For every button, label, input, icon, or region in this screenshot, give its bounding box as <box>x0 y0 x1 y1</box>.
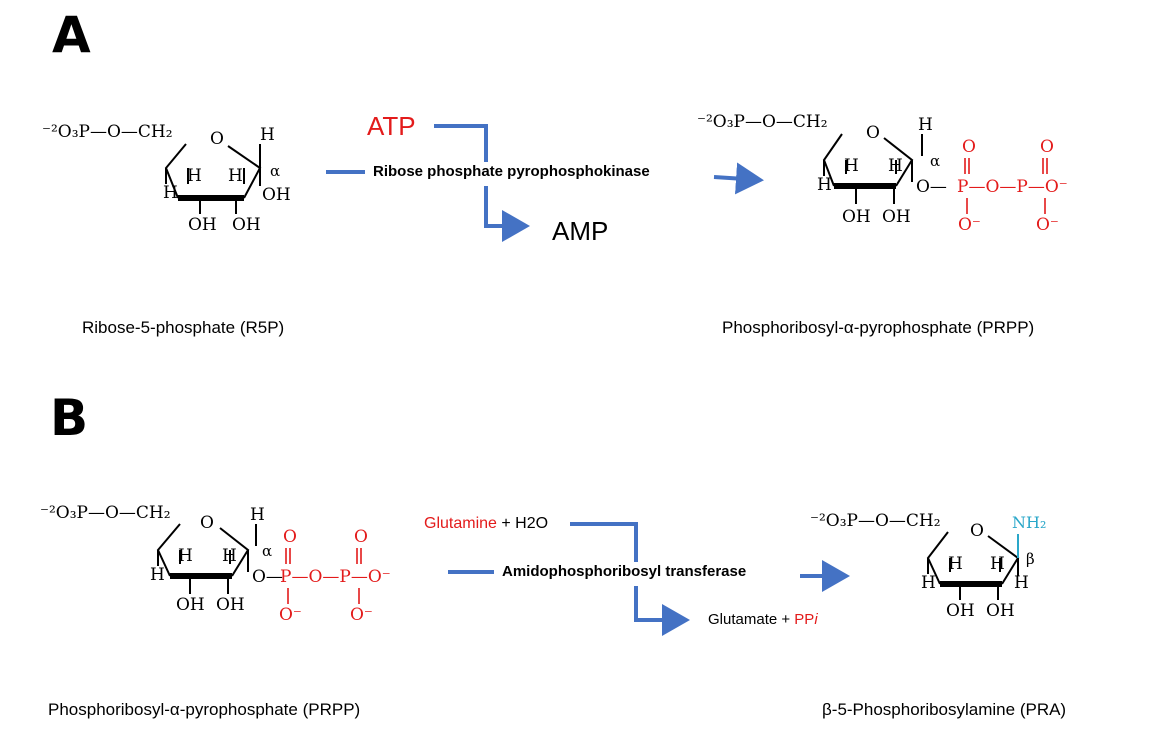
svg-text:⁻²O₃P—O—CH₂: ⁻²O₃P—O—CH₂ <box>42 122 173 142</box>
svg-text:P—O—P—O⁻: P—O—P—O⁻ <box>280 567 391 587</box>
pathway-b-arrows <box>448 522 850 636</box>
svg-text:H: H <box>990 554 1005 574</box>
svg-text:H: H <box>228 166 243 186</box>
pathway-a-arrows <box>326 124 764 242</box>
svg-text:H: H <box>817 175 832 195</box>
svg-text:O: O <box>210 129 224 149</box>
svg-text:OH: OH <box>188 215 217 235</box>
svg-text:H: H <box>222 546 237 566</box>
svg-text:O⁻: O⁻ <box>1036 215 1059 235</box>
svg-text:O: O <box>962 137 976 157</box>
svg-text:β: β <box>1026 550 1035 568</box>
glutamine-text: Glutamine <box>424 515 497 532</box>
svg-text:⁻²O₃P—O—CH₂: ⁻²O₃P—O—CH₂ <box>697 112 828 132</box>
svg-text:H: H <box>250 505 265 525</box>
svg-text:OH: OH <box>216 595 245 615</box>
r5p-caption: Ribose-5-phosphate (R5P) <box>82 318 285 337</box>
svg-text:OH: OH <box>262 185 291 205</box>
svg-text:H: H <box>948 554 963 574</box>
svg-text:OH: OH <box>882 207 911 227</box>
pra-caption: β-5-Phosphoribosylamine (PRA) <box>822 700 1067 719</box>
svg-text:O⁻: O⁻ <box>958 215 981 235</box>
svg-text:H: H <box>921 573 936 593</box>
svg-text:H: H <box>260 125 275 145</box>
svg-text:⁻²O₃P—O—CH₂: ⁻²O₃P—O—CH₂ <box>40 503 171 523</box>
svg-text:H: H <box>187 166 202 186</box>
svg-text:H: H <box>163 183 178 203</box>
svg-text:O: O <box>866 123 880 143</box>
svg-text:O⁻: O⁻ <box>279 605 302 625</box>
r5p-structure: ⁻²O₃P—O—CH₂ O H H H α H OH OH OH <box>42 122 291 235</box>
svg-text:α: α <box>262 542 272 560</box>
glutamate-text: Glutamate + <box>708 611 795 628</box>
svg-text:O: O <box>283 527 297 547</box>
svg-text:OH: OH <box>842 207 871 227</box>
svg-text:P—O—P—O⁻: P—O—P—O⁻ <box>957 177 1068 197</box>
svg-text:O—: O— <box>252 567 283 587</box>
prpp-caption-b: Phosphoribosyl-α-pyrophosphate (PRPP) <box>48 700 361 719</box>
svg-text:H: H <box>844 156 859 176</box>
svg-text:OH: OH <box>986 601 1015 621</box>
svg-text:H: H <box>178 546 193 566</box>
svg-text:O: O <box>200 513 214 533</box>
glutamine-h2o-label: Glutamine + H2O <box>424 515 548 533</box>
panel-a-label: A <box>52 6 91 64</box>
amp-label: AMP <box>552 216 609 246</box>
ppi-text: PP <box>794 611 815 628</box>
svg-text:O—: O— <box>916 177 947 197</box>
svg-text:O: O <box>354 527 368 547</box>
svg-text:α: α <box>270 162 280 180</box>
pra-structure: ⁻²O₃P—O—CH₂ NH₂ O H H β H H OH OH <box>810 511 1046 621</box>
svg-text:⁻²O₃P—O—CH₂: ⁻²O₃P—O—CH₂ <box>810 511 941 531</box>
svg-text:O: O <box>1040 137 1054 157</box>
svg-text:O⁻: O⁻ <box>350 605 373 625</box>
svg-text:H: H <box>150 565 165 585</box>
svg-text:H: H <box>888 156 903 176</box>
prpp-structure-a: ⁻²O₃P—O—CH₂ O H H H α H OH OH O— <box>697 112 1068 235</box>
svg-text:O: O <box>970 521 984 541</box>
svg-text:H: H <box>918 115 933 135</box>
panel-b-label: B <box>50 389 89 447</box>
enzyme-a-label: Ribose phosphate pyrophosphokinase <box>369 163 654 180</box>
svg-text:OH: OH <box>946 601 975 621</box>
svg-text:NH₂: NH₂ <box>1012 513 1046 532</box>
enzyme-b-label: Amidophosphoribosyl transferase <box>498 563 751 580</box>
ppi-italic-text: i <box>814 611 818 628</box>
svg-text:OH: OH <box>232 215 261 235</box>
h2o-text: + H2O <box>496 515 549 532</box>
svg-text:H: H <box>1014 573 1029 593</box>
svg-text:OH: OH <box>176 595 205 615</box>
atp-label: ATP <box>367 111 416 141</box>
glutamate-ppi-label: Glutamate + PPi <box>708 611 818 628</box>
prpp-caption-a: Phosphoribosyl-α-pyrophosphate (PRPP) <box>722 318 1035 337</box>
prpp-structure-b: ⁻²O₃P—O—CH₂ O H H H α H OH OH O— <box>40 503 391 625</box>
svg-text:α: α <box>930 152 940 170</box>
